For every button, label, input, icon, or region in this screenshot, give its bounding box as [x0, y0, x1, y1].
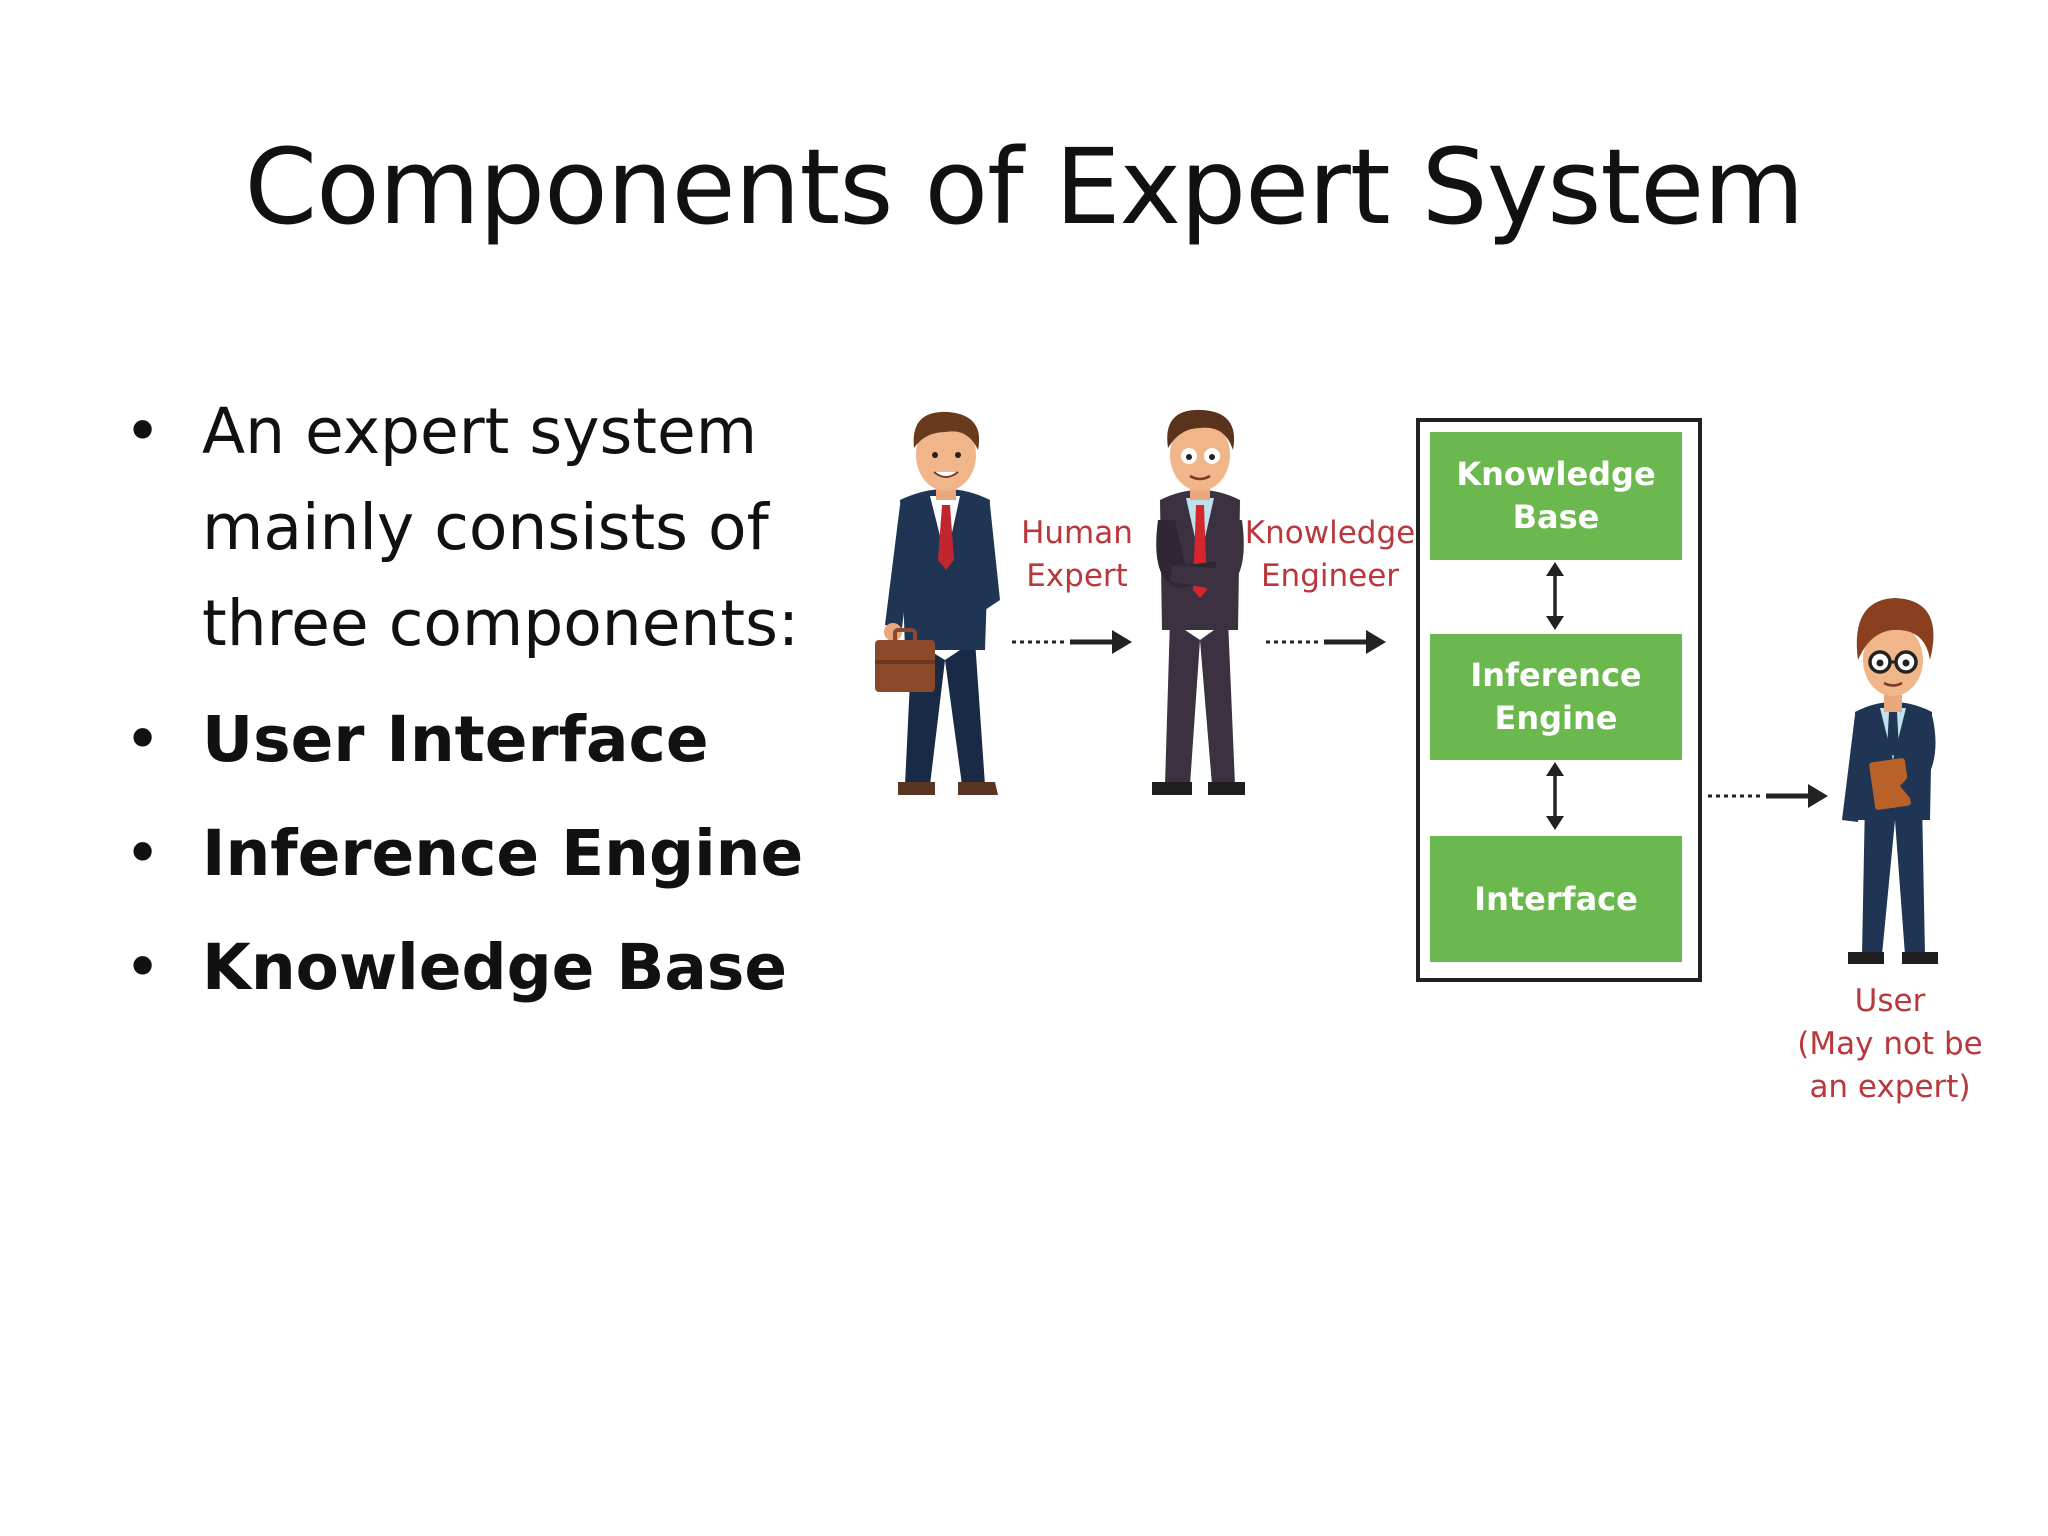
knowledge-engineer-figure — [1152, 409, 1245, 795]
bullet-dot: • — [124, 931, 162, 1004]
arrow-system-to-user — [1708, 784, 1828, 808]
bullet-dot: • — [124, 703, 162, 776]
double-arrow-kb-ie — [1546, 562, 1564, 630]
bullet-knowledge-base: • Knowledge Base — [124, 920, 864, 1016]
bullet-inference-engine-text: Inference Engine — [202, 817, 804, 890]
bullet-intro-text: An expert system mainly consists of thre… — [202, 395, 800, 660]
box-knowledge-base: Knowledge Base — [1430, 432, 1682, 560]
label-human-expert: Human Expert — [1021, 515, 1133, 594]
expert-system-frame — [1416, 418, 1702, 982]
double-arrow-ie-interface — [1546, 762, 1564, 830]
user-figure — [1842, 598, 1938, 964]
bullet-knowledge-base-text: Knowledge Base — [202, 931, 788, 1004]
bullet-dot: • — [124, 817, 162, 890]
bullet-user-interface-text: User Interface — [202, 703, 709, 776]
arrow-engineer-to-system — [1266, 630, 1386, 654]
bullet-user-interface: • User Interface — [124, 692, 864, 788]
human-expert-figure — [875, 411, 1000, 795]
label-knowledge-engineer: Knowledge Engineer — [1244, 515, 1416, 594]
bullet-inference-engine: • Inference Engine — [124, 806, 864, 902]
label-user: User (May not be an expert) — [1797, 983, 1983, 1105]
bullet-dot: • — [124, 395, 162, 468]
box-inference-engine: Inference Engine — [1430, 634, 1682, 760]
bullet-list: • An expert system mainly consists of th… — [124, 384, 864, 1034]
arrow-expert-to-engineer — [1012, 630, 1132, 654]
slide-title: Components of Expert System — [244, 126, 1805, 248]
bullet-intro: • An expert system mainly consists of th… — [124, 384, 864, 672]
box-interface: Interface — [1430, 836, 1682, 962]
